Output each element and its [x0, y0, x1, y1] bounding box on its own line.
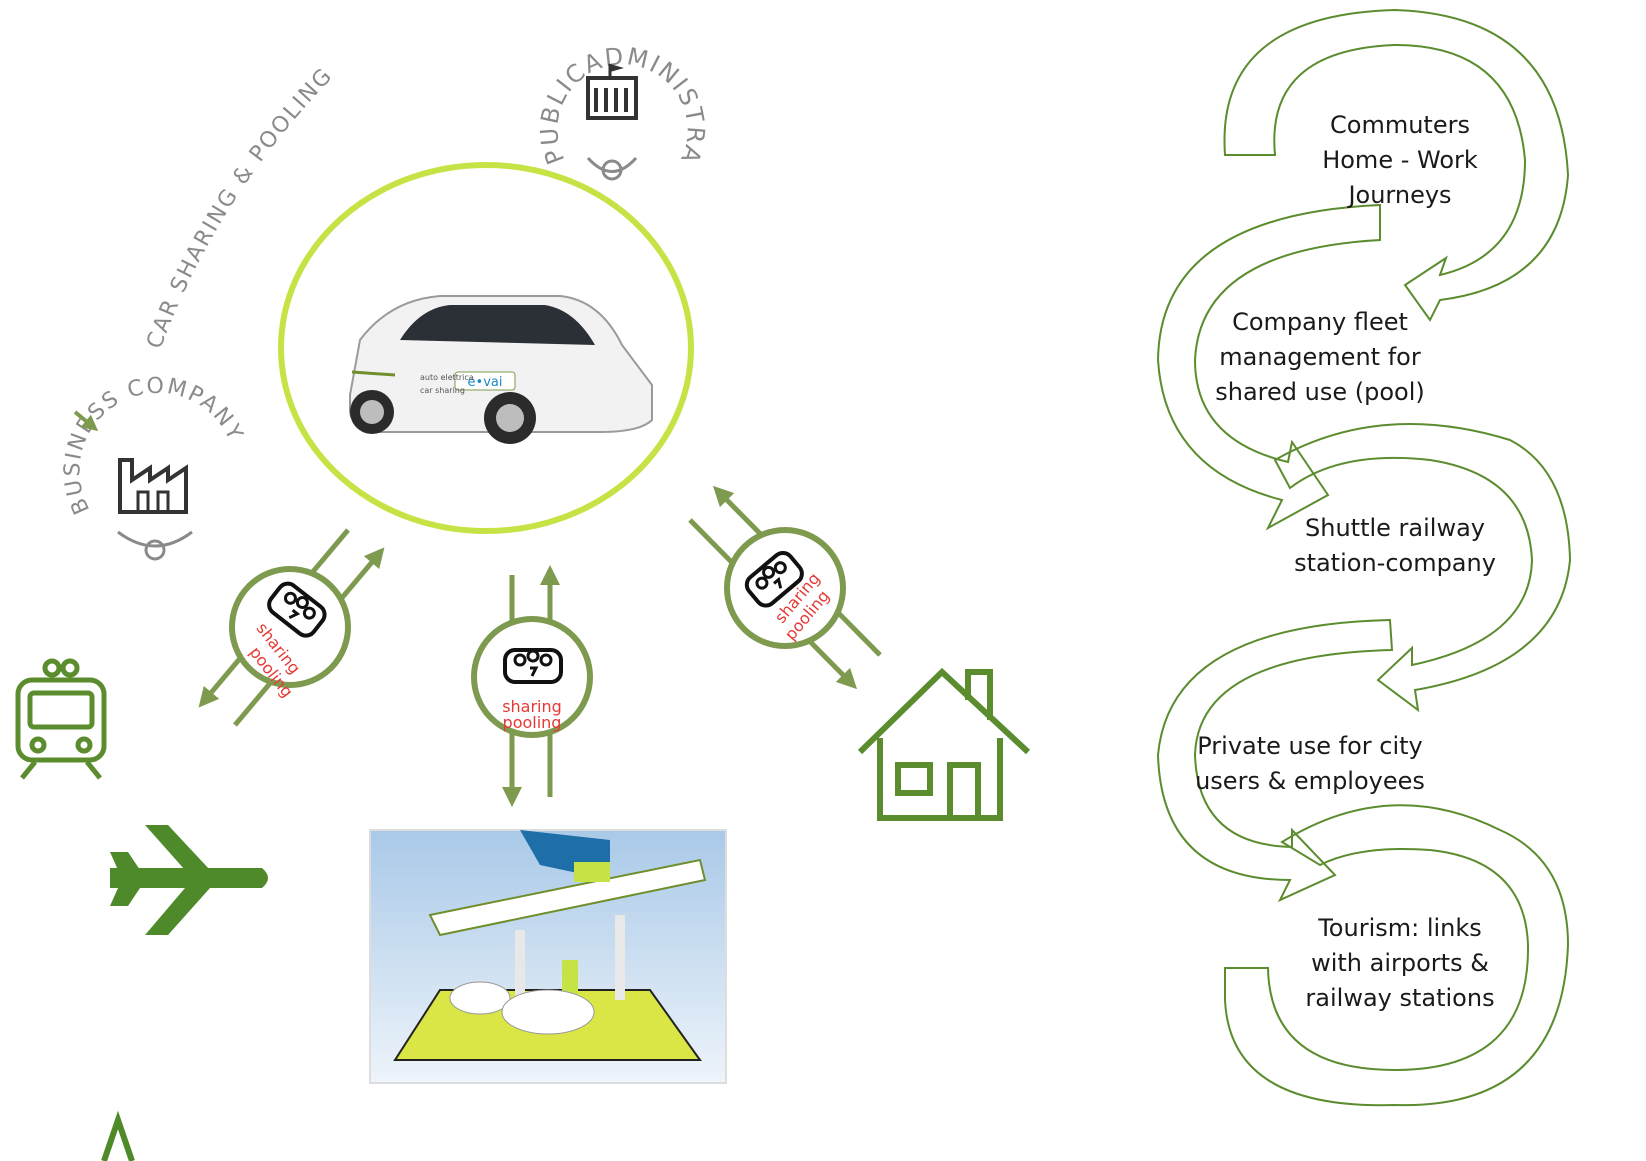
airplane-icon	[110, 825, 268, 935]
step-line: Company fleet	[1232, 308, 1408, 336]
step-line: Home - Work	[1322, 146, 1478, 174]
car-text-1: auto elettrica	[420, 373, 474, 382]
house-icon	[857, 667, 1031, 821]
step-line: shared use (pool)	[1215, 378, 1425, 406]
train-icon	[15, 658, 107, 780]
car-badge-icon	[744, 550, 804, 608]
building-icon	[586, 64, 638, 120]
electric-car-image: e•vai auto elettrica car sharing	[349, 295, 653, 444]
step-commuters: Commuters Home - Work Journeys	[1300, 108, 1500, 213]
step-line: Shuttle railway	[1305, 514, 1485, 542]
step-line: with airports &	[1311, 949, 1489, 977]
car-badge-icon	[267, 581, 327, 638]
cycle-arrow-4	[1156, 618, 1394, 903]
step-line: Private use for city	[1197, 732, 1423, 760]
connector-middle: sharing pooling	[471, 565, 593, 807]
ecosystem-diagram: CAR SHARING & POOLING PUBLICADMINISTRATI…	[0, 0, 1031, 1161]
car-logo: e•vai	[468, 375, 503, 390]
step-private-use: Private use for city users & employees	[1175, 729, 1445, 799]
svg-text:BUSINESS COMPANY: BUSINESS COMPANY	[60, 374, 248, 518]
badge-sharing-text: sharing	[502, 697, 562, 716]
step-shuttle: Shuttle railway station-company	[1280, 511, 1510, 581]
use-case-cycle	[1156, 8, 1572, 1107]
charging-station-image	[369, 829, 727, 1084]
step-line: Tourism: links	[1318, 914, 1482, 942]
step-line: railway stations	[1305, 984, 1495, 1012]
step-tourism: Tourism: links with airports & railway s…	[1290, 911, 1510, 1016]
cycle-arrow-1	[1223, 8, 1570, 322]
step-line: users & employees	[1195, 767, 1425, 795]
partial-arrow-icon	[101, 1110, 135, 1161]
connector-right: sharing pooling	[688, 485, 882, 690]
factory-icon	[118, 458, 188, 514]
car-badge-icon	[503, 648, 563, 684]
business-company-emblem: BUSINESS COMPANY	[60, 374, 248, 561]
plug-icon	[601, 159, 623, 181]
svg-text:PUBLICADMINISTRATION: PUBLICADMINISTRATION	[0, 0, 710, 168]
step-company-fleet: Company fleet management for shared use …	[1195, 305, 1445, 410]
plug-icon	[144, 539, 166, 561]
badge-pooling-text: pooling	[503, 713, 562, 732]
connector-left: sharing pooling	[198, 528, 385, 727]
step-line: station-company	[1294, 549, 1496, 577]
step-line: Commuters	[1330, 111, 1470, 139]
cycle-arrow-2	[1156, 203, 1381, 531]
car-text-2: car sharing	[420, 386, 465, 395]
step-line: management for	[1219, 343, 1421, 371]
car-sharing-label: CAR SHARING & POOLING	[142, 63, 338, 352]
central-ring	[278, 162, 694, 534]
cycle-arrow-3	[1273, 423, 1572, 713]
public-administration-emblem: PUBLICADMINISTRATION	[0, 0, 710, 181]
cycle-arrow-5	[1224, 804, 1570, 1107]
step-line: Journeys	[1348, 181, 1452, 209]
